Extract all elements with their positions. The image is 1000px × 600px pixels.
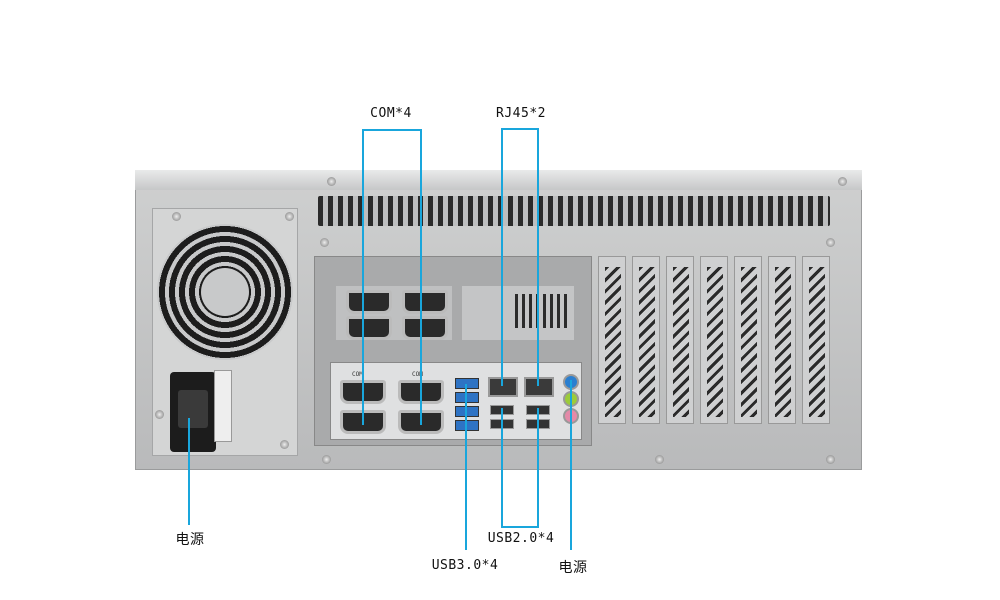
chassis-top-edge: [135, 170, 862, 190]
screw-icon: [655, 455, 664, 464]
expansion-slot: [802, 256, 830, 424]
screw-icon: [285, 212, 294, 221]
vent-slots: [318, 196, 830, 226]
com-port-icon: [402, 316, 448, 340]
audio-callout-line: [570, 380, 572, 550]
screw-icon: [155, 410, 164, 419]
com-port-text: COM: [412, 371, 423, 378]
screw-icon: [327, 177, 336, 186]
power-callout-line: [188, 418, 190, 525]
screw-icon: [322, 455, 331, 464]
usb3-port-icon: [455, 420, 479, 431]
usb3-port-icon: [455, 406, 479, 417]
screw-icon: [826, 455, 835, 464]
screw-icon: [826, 238, 835, 247]
rj45-port-icon: [524, 377, 554, 397]
rj45-label: RJ45*2: [496, 106, 546, 121]
expansion-slot: [700, 256, 728, 424]
com-label: COM*4: [370, 106, 412, 121]
power-socket-inner: [178, 390, 208, 428]
screw-icon: [320, 238, 329, 247]
expansion-slot: [598, 256, 626, 424]
expansion-slot: [734, 256, 762, 424]
screw-icon: [838, 177, 847, 186]
expansion-slot: [768, 256, 796, 424]
expansion-slot: [632, 256, 660, 424]
usb2-callout-bracket: [501, 526, 539, 528]
com-callout-line: [420, 129, 422, 425]
rj45-callout-line: [501, 128, 503, 386]
rj45-callout-line: [537, 128, 539, 386]
usb3-label: USB3.0*4: [431, 558, 499, 573]
usb2-label: USB2.0*4: [487, 531, 555, 546]
fan-hub: [201, 268, 249, 316]
rj45-port-icon: [488, 377, 518, 397]
power-label-left: 电源: [175, 532, 205, 548]
com-callout-bracket: [362, 129, 422, 131]
screw-icon: [172, 212, 181, 221]
com-callout-line: [362, 129, 364, 425]
usb3-port-icon: [455, 378, 479, 389]
com-port-icon: [402, 290, 448, 314]
usb3-callout-line: [465, 384, 467, 550]
expansion-slot: [666, 256, 694, 424]
com-port-text: COM: [352, 371, 363, 378]
usb2-callout-line: [537, 408, 539, 528]
usb2-callout-line: [501, 408, 503, 528]
bracket-vent: [515, 294, 567, 328]
rj45-callout-bracket: [501, 128, 539, 130]
psu-rating-sticker: [214, 370, 232, 442]
com-port-icon: [346, 316, 392, 340]
com-port-icon: [346, 290, 392, 314]
screw-icon: [280, 440, 289, 449]
usb3-port-icon: [455, 392, 479, 403]
power-label-right: 电源: [558, 560, 588, 576]
